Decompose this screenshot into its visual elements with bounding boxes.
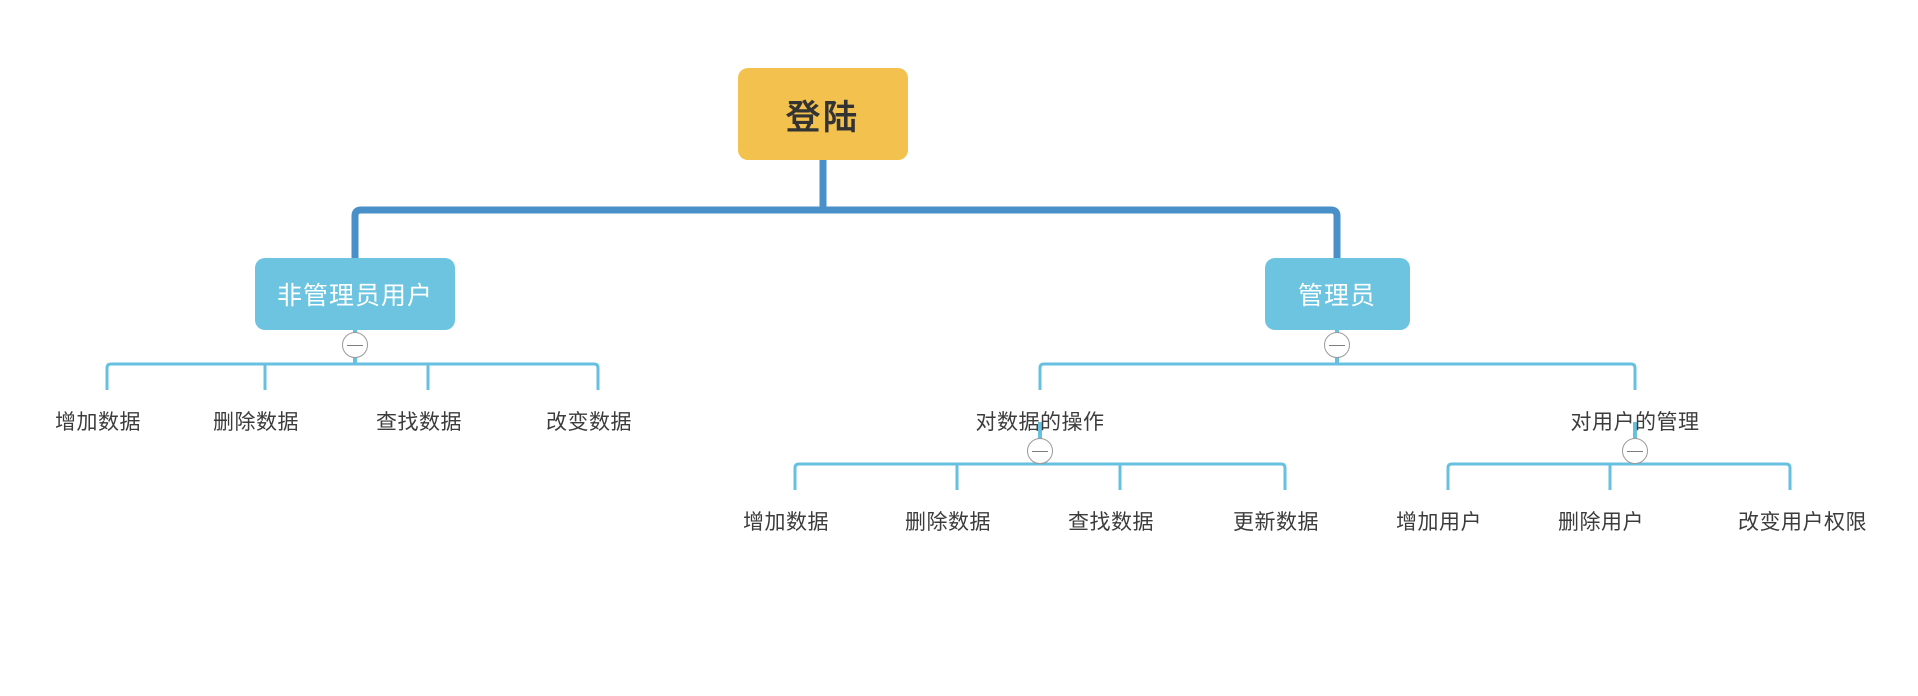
leaf-node-change-user-permission[interactable]: 改变用户权限	[1738, 511, 1867, 534]
sub-branch-node-user-management[interactable]: 对用户的管理	[1570, 411, 1700, 434]
leaf-node-delete-user[interactable]: 删除用户	[1558, 511, 1644, 534]
leaf-node-find-data[interactable]: 查找数据	[376, 411, 462, 434]
leaf-node-delete-data[interactable]: 删除数据	[213, 411, 299, 434]
branch-node-admin[interactable]: 管理员	[1264, 258, 1410, 330]
leaf-node-change-data[interactable]: 改变数据	[546, 411, 632, 434]
sub-branch-node-data-operations[interactable]: 对数据的操作	[975, 411, 1105, 434]
branch-node-non-admin-user[interactable]: 非管理员用户	[255, 258, 455, 330]
root-node-login[interactable]: 登陆	[738, 68, 908, 160]
collapse-toggle-data-ops-icon[interactable]	[1027, 438, 1053, 464]
leaf-node-update-data-admin[interactable]: 更新数据	[1233, 511, 1319, 534]
collapse-toggle-non-admin-icon[interactable]	[342, 332, 368, 358]
leaf-node-add-data-admin[interactable]: 增加数据	[743, 511, 829, 534]
leaf-node-find-data-admin[interactable]: 查找数据	[1068, 511, 1154, 534]
leaf-node-delete-data-admin[interactable]: 删除数据	[905, 511, 991, 534]
trunk-connector	[351, 160, 1341, 258]
leaf-node-add-user[interactable]: 增加用户	[1396, 511, 1482, 534]
collapse-toggle-admin-icon[interactable]	[1324, 332, 1350, 358]
collapse-toggle-user-mgmt-icon[interactable]	[1622, 438, 1648, 464]
leaf-node-add-data[interactable]: 增加数据	[55, 411, 141, 434]
